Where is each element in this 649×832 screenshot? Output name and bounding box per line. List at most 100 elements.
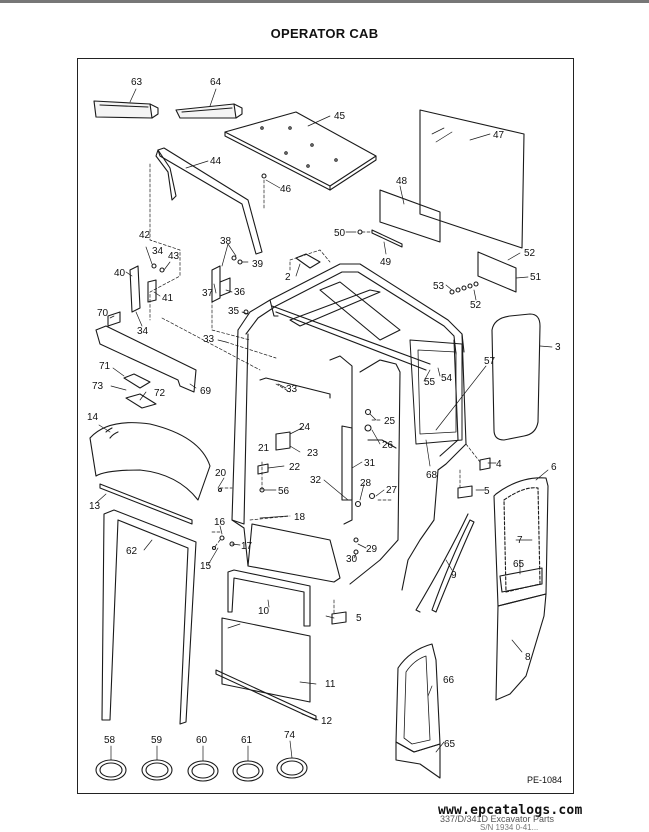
callout-37: 37 [202, 288, 214, 299]
callout-51: 51 [530, 272, 542, 283]
part-21-28-fasteners [151, 173, 376, 555]
part-47-window-glass [419, 109, 525, 249]
callout-28: 28 [360, 478, 372, 489]
part-62-seal-frame [101, 509, 197, 725]
part-44-roof-bar [155, 147, 263, 255]
callout-30: 30 [346, 554, 358, 565]
part-45-roof-panel [224, 111, 377, 191]
callout-20: 20 [215, 468, 227, 479]
callout-6: 6 [551, 462, 557, 473]
callout-48: 48 [396, 176, 408, 187]
callout-52-top: 52 [524, 248, 536, 259]
part-10-lower-window [227, 569, 311, 627]
callout-70: 70 [97, 308, 109, 319]
part-65-lower-panel [395, 741, 441, 779]
callout-65-right: 65 [513, 559, 525, 570]
callout-45: 45 [334, 111, 346, 122]
callout-13: 13 [89, 501, 101, 512]
callout-68: 68 [426, 470, 438, 481]
part-3-rear-window [491, 313, 541, 441]
part-64-tube [175, 103, 243, 119]
callout-38: 38 [220, 236, 232, 247]
callout-59: 59 [151, 735, 163, 746]
callout-10: 10 [258, 606, 270, 617]
diagram-frame [77, 58, 574, 794]
top-rule [0, 0, 649, 3]
callout-40: 40 [114, 268, 126, 279]
callout-29: 29 [366, 544, 378, 555]
callout-5-right: 5 [484, 486, 490, 497]
callout-14: 14 [87, 412, 99, 423]
callout-21: 21 [258, 443, 270, 454]
callout-69: 69 [200, 386, 212, 397]
callout-53: 53 [433, 281, 445, 292]
callout-42: 42 [139, 230, 151, 241]
callout-32: 32 [310, 475, 322, 486]
callout-25: 25 [384, 416, 396, 427]
cab-frame [231, 263, 467, 591]
callout-labels: 63 64 45 47 44 46 48 50 49 52 51 53 52 3… [87, 77, 561, 750]
part-2-plate [295, 253, 321, 269]
callout-26: 26 [382, 440, 394, 451]
callout-9: 9 [451, 570, 457, 581]
callout-34-bottom: 34 [137, 326, 149, 337]
callout-61: 61 [241, 735, 253, 746]
part-14-curved-glass [89, 422, 211, 501]
callout-74: 74 [284, 730, 296, 741]
callout-63: 63 [131, 77, 143, 88]
part-36-39-latch [211, 255, 243, 303]
callout-4: 4 [496, 459, 502, 470]
callout-33-right: 33 [286, 384, 298, 395]
callout-24: 24 [299, 422, 311, 433]
callout-18: 18 [294, 512, 306, 523]
callout-23: 23 [307, 448, 319, 459]
callout-35: 35 [228, 306, 240, 317]
part-66-glass [395, 643, 441, 753]
leader-lines [95, 88, 553, 762]
callout-11: 11 [325, 679, 336, 690]
callout-34-top: 34 [152, 246, 164, 257]
part-12-strip [215, 669, 317, 721]
callout-49: 49 [380, 257, 392, 268]
callout-52-bottom: 52 [470, 300, 482, 311]
part-5-mount [331, 485, 473, 625]
part-4-mount [479, 457, 491, 471]
callout-47: 47 [493, 130, 505, 141]
callout-41: 41 [162, 293, 174, 304]
callout-72: 72 [154, 388, 166, 399]
part-11-glass [221, 617, 311, 703]
part-69-72-bracket [95, 311, 197, 409]
callout-12: 12 [321, 716, 333, 727]
callout-33-left: 33 [203, 334, 215, 345]
part-9-seal-strip [415, 513, 475, 613]
footer-line-1: 337/D/341D Excavator Parts [440, 814, 555, 824]
callout-60: 60 [196, 735, 208, 746]
drawing-code: PE-1084 [527, 775, 563, 785]
part-13-seal-strip [99, 483, 193, 525]
callout-73: 73 [92, 381, 104, 392]
callout-22: 22 [289, 462, 301, 473]
callout-17: 17 [241, 541, 253, 552]
callout-44: 44 [210, 156, 222, 167]
callout-43: 43 [168, 251, 180, 262]
callout-15: 15 [200, 561, 212, 572]
callout-3: 3 [555, 342, 561, 353]
callout-27: 27 [386, 485, 398, 496]
page-title: OPERATOR CAB [270, 26, 379, 41]
part-51-bracket [477, 251, 517, 293]
part-53-hardware [449, 281, 479, 295]
callout-16: 16 [214, 517, 226, 528]
callout-5-bottom: 5 [356, 613, 362, 624]
callout-58: 58 [104, 735, 116, 746]
watermark: www.epcatalogs.com [438, 803, 583, 818]
callout-57: 57 [484, 356, 496, 367]
part-49-strip [371, 229, 403, 248]
callout-8: 8 [525, 652, 531, 663]
dashed-leaders [149, 163, 481, 615]
part-58-74-rings [95, 757, 308, 782]
callout-66: 66 [443, 675, 455, 686]
callout-36: 36 [234, 287, 246, 298]
callout-62: 62 [126, 546, 138, 557]
part-6-8-side-panel [493, 477, 549, 701]
